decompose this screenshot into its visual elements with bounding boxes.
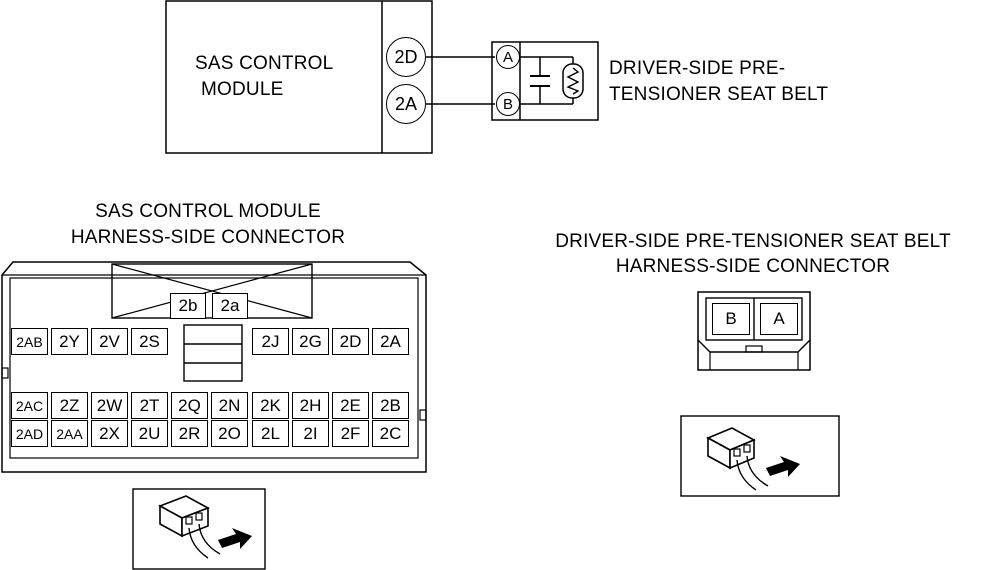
sas-pin-2d: 2D: [332, 328, 369, 355]
sas-pin-2j: 2J: [252, 328, 289, 355]
sas-pin-2g: 2G: [292, 328, 329, 355]
sas-pin-2a-top: 2a: [212, 293, 248, 319]
sas-pin-2u: 2U: [131, 420, 168, 447]
sas-pin-2b: 2b: [170, 293, 206, 319]
sas-pin-2y: 2Y: [51, 328, 88, 355]
belt-connector-title-line2: HARNESS-SIDE CONNECTOR: [615, 256, 891, 277]
module-pin-2a: 2A: [386, 84, 426, 124]
sas-pin-2ac: 2AC: [11, 392, 48, 419]
sas-pin-2ad: 2AD: [11, 420, 48, 447]
sas-pin-2ab: 2AB: [11, 328, 48, 355]
sas-pin-2q: 2Q: [171, 392, 208, 419]
sas-pin-2o: 2O: [211, 420, 248, 447]
sas-pin-2t: 2T: [131, 392, 168, 419]
belt-label-line1: DRIVER-SIDE PRE-: [609, 58, 786, 79]
sas-pin-2r: 2R: [171, 420, 208, 447]
module-pin-2d: 2D: [386, 37, 426, 77]
sas-pin-2c: 2C: [372, 420, 409, 447]
sas-pin-2h: 2H: [292, 392, 329, 419]
sas-pin-2l: 2L: [252, 420, 289, 447]
sas-pin-2v: 2V: [91, 328, 128, 355]
sas-pin-2b-bottom: 2B: [372, 392, 409, 419]
sas-pin-2a: 2A: [372, 328, 409, 355]
sas-pin-2x: 2X: [91, 420, 128, 447]
belt-label-line2: TENSIONER SEAT BELT: [609, 84, 829, 105]
sas-pin-2i: 2I: [292, 420, 329, 447]
sas-pin-2z: 2Z: [51, 392, 88, 419]
belt-connector-title-line1: DRIVER-SIDE PRE-TENSIONER SEAT BELT: [555, 231, 951, 252]
module-label-line1: SAS CONTROL: [195, 53, 334, 74]
sas-connector-title-line1: SAS CONTROL MODULE: [95, 201, 321, 222]
module-label-line2: MODULE: [201, 79, 284, 100]
sas-pin-2f: 2F: [332, 420, 369, 447]
belt-pin-a: A: [760, 303, 798, 335]
belt-terminal-b: B: [496, 92, 520, 116]
sas-connector-title-line2: HARNESS-SIDE CONNECTOR: [70, 227, 346, 248]
sas-pin-2e: 2E: [332, 392, 369, 419]
belt-pin-b: B: [712, 303, 750, 335]
sas-pin-2w: 2W: [91, 392, 128, 419]
sas-pin-2s: 2S: [131, 328, 168, 355]
sas-pin-2aa: 2AA: [51, 420, 88, 447]
sas-pin-2k: 2K: [252, 392, 289, 419]
belt-terminal-a: A: [496, 45, 520, 69]
sas-pin-2n: 2N: [211, 392, 248, 419]
